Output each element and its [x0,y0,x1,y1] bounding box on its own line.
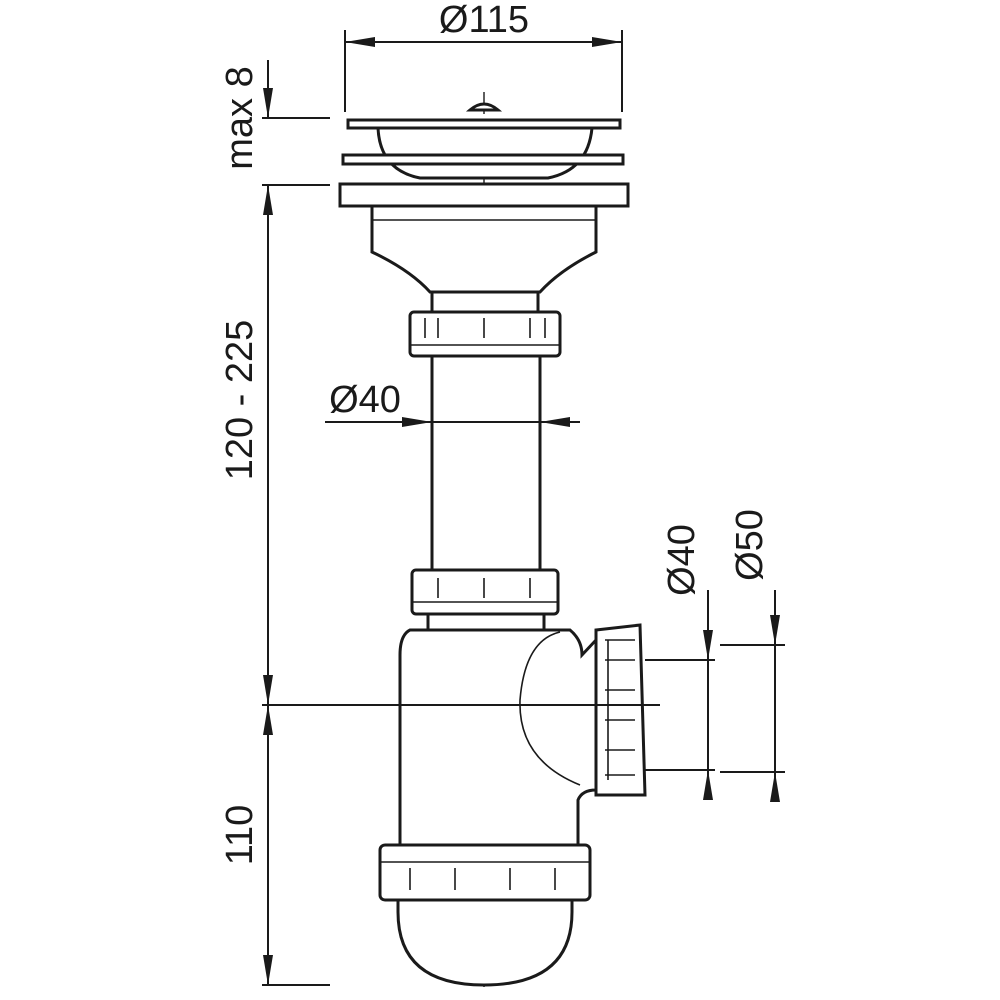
dim-tube-40: Ø40 [325,379,580,427]
dim-110-label: 110 [219,805,261,866]
dim-outlet: Ø40 Ø50 [645,509,785,802]
dim-height-range-label: 120 - 225 [219,320,261,481]
dim-max8: max 8 [219,60,330,215]
middle-nut [410,568,560,632]
trap-body [398,623,647,847]
dim-outlet-50-label: Ø50 [729,509,771,581]
dim-max8-label: max 8 [219,66,261,169]
dim-110: 110 [219,704,660,986]
tube [430,354,542,572]
upper-nut [408,310,562,358]
dim-115-label: Ø115 [439,0,529,41]
dim-outlet-40-label: Ø40 [661,524,703,596]
dim-tube-40-label: Ø40 [329,379,401,421]
bottom-cup [378,843,592,987]
dim-height-range: 120 - 225 [219,185,273,705]
strainer [338,102,630,314]
dim-115: Ø115 [344,0,623,112]
